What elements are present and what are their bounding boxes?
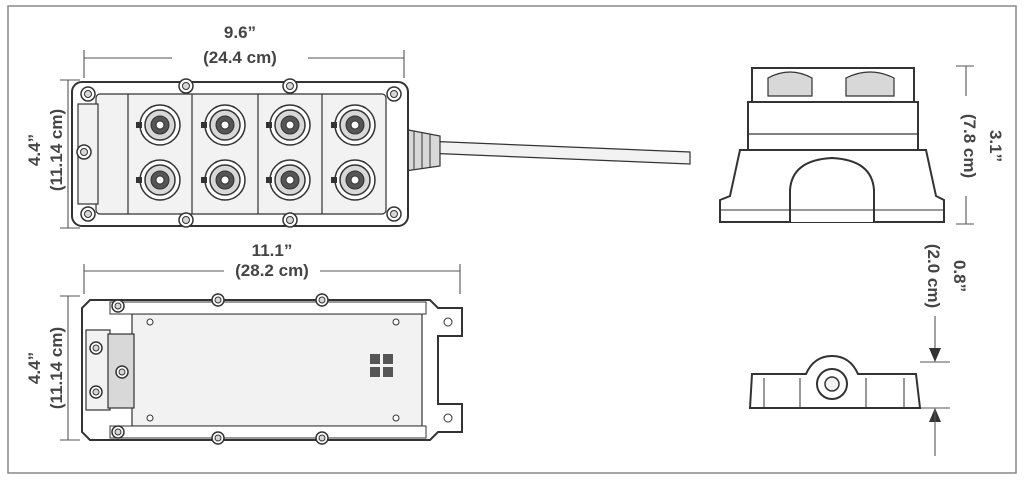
profile-cable-core — [824, 376, 840, 392]
top-width-in-label: 9.6” — [224, 23, 256, 42]
screw — [89, 341, 103, 355]
bottom-width-in-label: 11.1” — [252, 241, 293, 260]
bottom-width-cm-label: (28.2 cm) — [235, 261, 309, 280]
connector — [201, 159, 246, 201]
base-ear-hole-2 — [443, 413, 453, 423]
base-vent-grid — [370, 354, 393, 377]
connector-grid — [136, 104, 376, 201]
connector — [331, 159, 376, 201]
side-height-cm-label: (7.8 cm) — [960, 114, 979, 178]
base-hole-1 — [146, 318, 154, 326]
screw — [282, 78, 298, 94]
connector — [331, 104, 376, 146]
connector — [136, 159, 181, 201]
top-width-cm-label: (24.4 cm) — [203, 48, 277, 67]
side-height-label-bg — [954, 96, 994, 196]
bottom-view: 11.1” (28.2 cm) 4.4” (11.14 cm) — [25, 241, 463, 445]
screw — [111, 299, 125, 313]
profile-height-cm-label: (2.0 cm) — [924, 244, 943, 308]
top-screws — [76, 78, 402, 228]
side-connector-left — [767, 71, 813, 97]
side-view: 3.1” (7.8 cm) — [719, 65, 1005, 225]
screw — [76, 144, 92, 160]
screw — [282, 212, 298, 228]
profile-arrow-top-head — [929, 348, 941, 362]
screw — [89, 385, 103, 399]
screw — [178, 212, 194, 228]
base-bottom-rail — [109, 425, 427, 439]
screw — [211, 293, 225, 307]
connector — [266, 159, 311, 201]
screw — [211, 431, 225, 445]
screw — [80, 206, 96, 222]
base-hole-4 — [392, 414, 400, 422]
screw — [386, 206, 402, 222]
screw — [315, 293, 329, 307]
screw — [315, 431, 329, 445]
screw — [115, 365, 129, 379]
screw — [178, 78, 194, 94]
top-view: 9.6” (24.4 cm) 4.4” (11.14 cm) — [25, 23, 691, 229]
bottom-height-in-label: 4.4” — [25, 352, 44, 384]
connector — [266, 104, 311, 146]
base-hole-2 — [146, 414, 154, 422]
screw — [80, 86, 96, 102]
connector — [201, 104, 246, 146]
base-top-rail — [109, 301, 427, 315]
connector — [136, 104, 181, 146]
base-ear-hole-1 — [443, 317, 453, 327]
top-height-cm-label: (11.14 cm) — [47, 109, 66, 191]
side-arch — [789, 156, 875, 222]
base-screws — [89, 293, 329, 445]
screw — [111, 425, 125, 439]
bottom-height-cm-label: (11.14 cm) — [47, 327, 66, 409]
profile-height-in-label: 0.8” — [950, 260, 969, 292]
base-hole-3 — [392, 318, 400, 326]
top-height-in-label: 4.4” — [25, 134, 44, 166]
side-body — [747, 101, 919, 151]
profile-view: (2.0 cm) 0.8” — [748, 244, 969, 456]
side-connector-right — [845, 71, 895, 97]
screw — [386, 86, 402, 102]
side-height-in-label: 3.1” — [986, 130, 1005, 162]
